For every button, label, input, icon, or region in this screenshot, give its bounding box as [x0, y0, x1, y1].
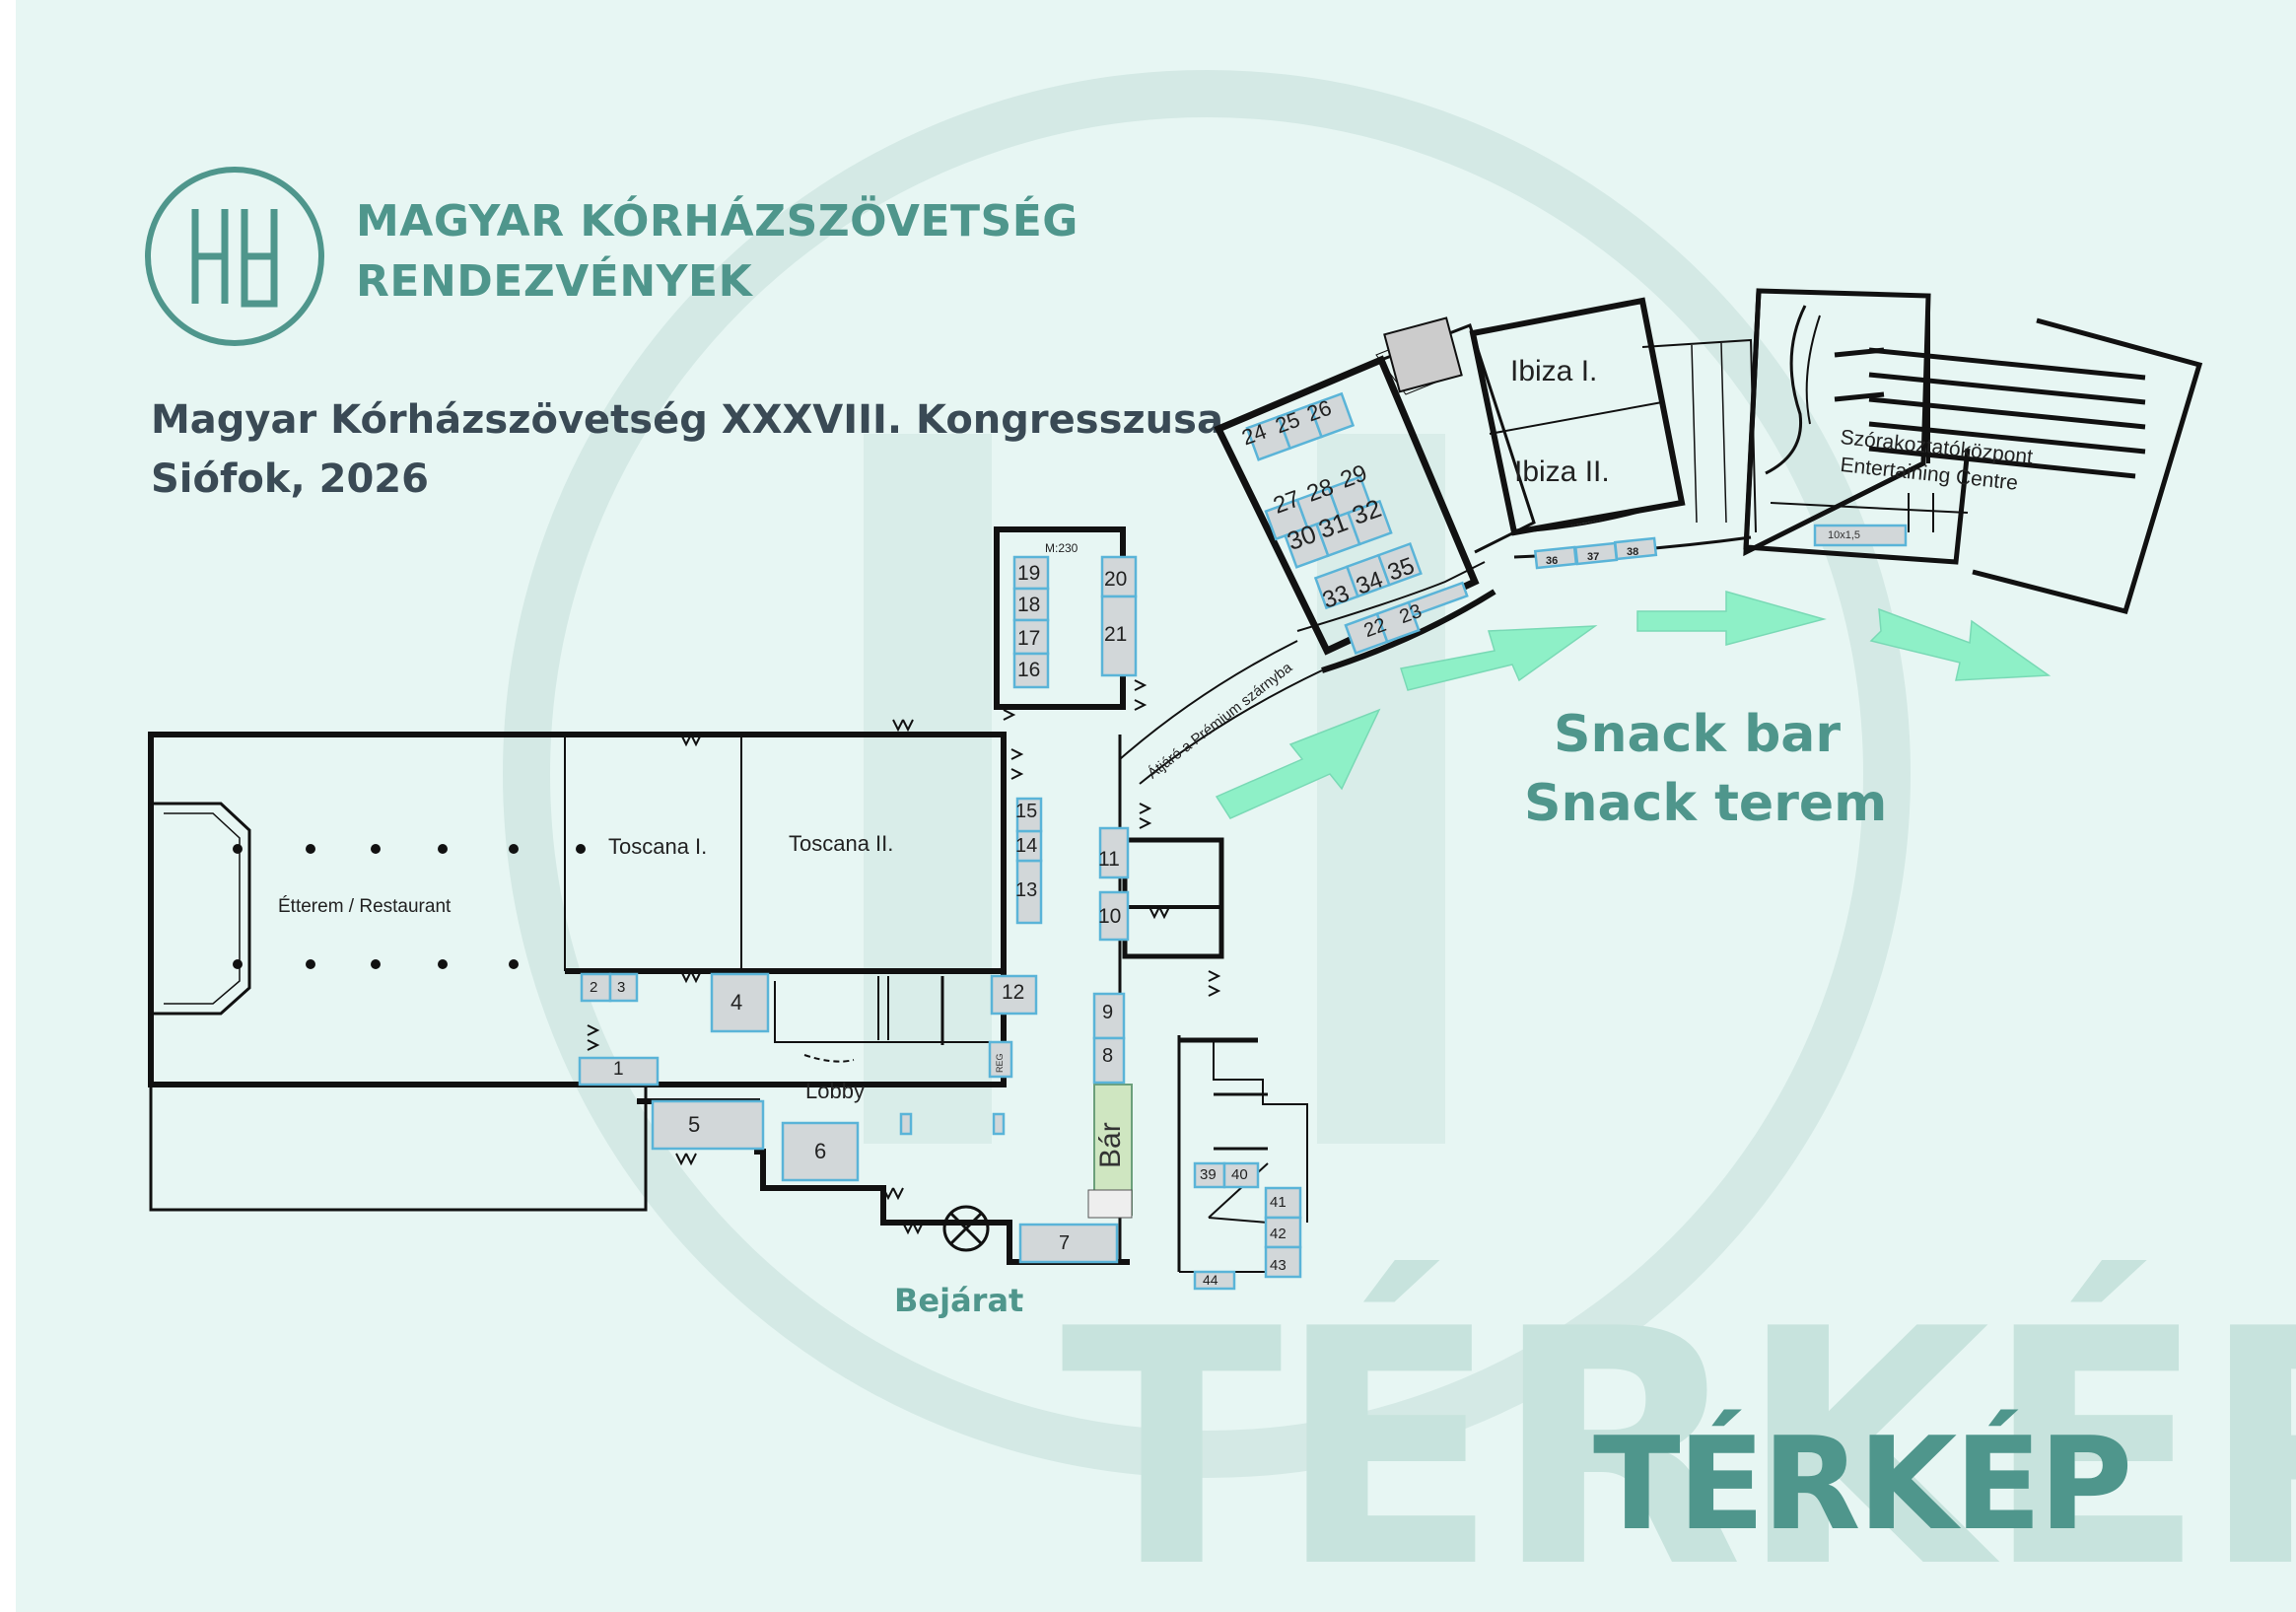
- stand-15: 15: [1015, 801, 1038, 822]
- stand-12: 12: [1002, 981, 1025, 1004]
- stand-1: 1: [613, 1059, 624, 1080]
- stand-2: 2: [590, 979, 598, 996]
- stand-44: 44: [1203, 1272, 1218, 1288]
- brand-name-line2: RENDEZVÉNYEK: [356, 256, 753, 307]
- stand-8: 8: [1102, 1045, 1114, 1067]
- stand-3: 3: [617, 979, 626, 996]
- toscana2-label: Toscana II.: [789, 831, 894, 856]
- map-page: TÉRKÉP MAGYAR KÓRHÁZSZÖVETSÉG RENDEZVÉNY…: [16, 0, 2296, 1612]
- stand-19: 19: [1017, 562, 1041, 585]
- restaurant-label: Étterem / Restaurant: [278, 896, 452, 917]
- floor-plan: [148, 288, 2203, 1291]
- stand-21: 21: [1104, 623, 1128, 646]
- stands: [578, 391, 1908, 1291]
- lobby-label: Lobby: [805, 1079, 865, 1103]
- bar-label: Bár: [1094, 1122, 1127, 1168]
- watermark-text: TÉRKÉP: [1061, 1260, 2296, 1612]
- snack-bar-label: Snack bar: [1554, 705, 1842, 764]
- stand-36: 36: [1546, 555, 1559, 567]
- stand-42: 42: [1270, 1226, 1287, 1242]
- stand-38: 38: [1627, 546, 1639, 558]
- stand-11: 11: [1098, 848, 1120, 871]
- snack-room-label: Snack terem: [1524, 774, 1888, 833]
- stand-41: 41: [1270, 1194, 1287, 1211]
- hospital-h-logo-icon: [145, 167, 324, 346]
- stand-17: 17: [1017, 627, 1041, 650]
- reg-label: REG: [995, 1053, 1005, 1073]
- event-title: Magyar Kórházszövetség XXXVIII. Kongress…: [151, 397, 1223, 443]
- stand-4: 4: [731, 990, 743, 1015]
- stand-9: 9: [1102, 1002, 1114, 1023]
- stand-39: 39: [1200, 1166, 1217, 1183]
- stand-6: 6: [814, 1139, 827, 1163]
- room-size-label: M:230: [1045, 541, 1078, 555]
- map-title: TÉRKÉP: [1593, 1409, 2132, 1559]
- stand-16: 16: [1017, 659, 1041, 681]
- entrance-label: Bejárat: [894, 1282, 1024, 1319]
- stand-37: 37: [1587, 551, 1600, 563]
- event-place-year: Siófok, 2026: [151, 456, 429, 502]
- stand-5: 5: [688, 1112, 701, 1137]
- entrance-lamp-icon: [942, 1205, 990, 1252]
- stand-10: 10: [1098, 905, 1122, 928]
- stand-14: 14: [1015, 835, 1038, 857]
- stand-size-label: 10x1,5: [1828, 529, 1861, 541]
- ibiza1-label: Ibiza I.: [1510, 355, 1598, 387]
- toscana1-label: Toscana I.: [608, 834, 708, 859]
- ibiza2-label: Ibiza II.: [1514, 456, 1610, 488]
- stand-43: 43: [1270, 1257, 1287, 1274]
- stand-40: 40: [1231, 1166, 1248, 1183]
- stand-20: 20: [1104, 568, 1128, 591]
- stand-13: 13: [1015, 879, 1038, 901]
- brand-name-line1: MAGYAR KÓRHÁZSZÖVETSÉG: [356, 196, 1078, 246]
- stand-18: 18: [1017, 594, 1041, 616]
- direction-arrow-icon: [1215, 591, 2052, 819]
- stand-7: 7: [1059, 1232, 1071, 1254]
